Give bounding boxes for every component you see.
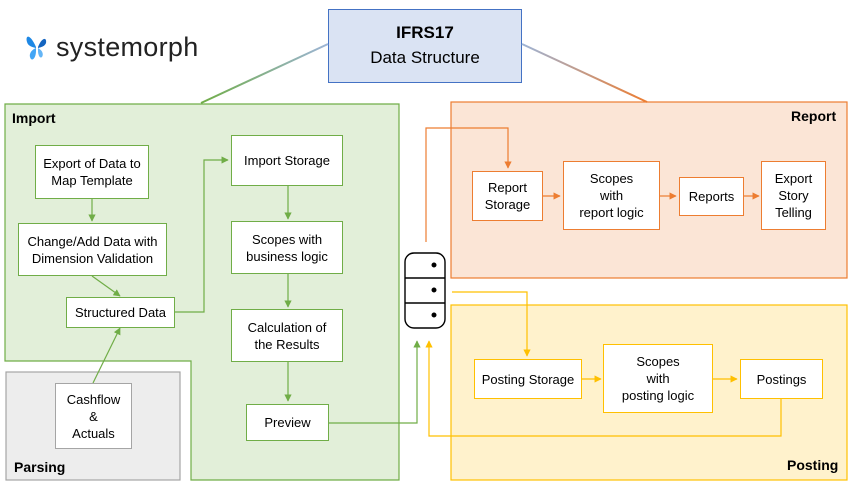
arrow-structured-to-import-storage — [175, 156, 229, 313]
calculation-results-box[interactable]: Calculation of the Results — [231, 309, 343, 362]
export-data-to-map-template-box[interactable]: Export of Data to Map Template — [35, 145, 149, 199]
cashflow-actuals-box[interactable]: Cashflow & Actuals — [55, 383, 132, 449]
title-to-report-line — [521, 43, 648, 103]
report-storage-box[interactable]: Report Storage — [472, 171, 543, 221]
scopes-business-logic-box[interactable]: Scopes with business logic — [231, 221, 343, 274]
parsing-region-label: Parsing — [14, 459, 66, 475]
import-region-label: Import — [12, 110, 56, 126]
arrow-database-to-posting-storage — [452, 291, 531, 357]
arrow-change-to-structured — [91, 275, 121, 297]
arrow-database-to-report-storage — [425, 127, 512, 242]
import-storage-box[interactable]: Import Storage — [231, 135, 343, 186]
scopes-report-logic-box[interactable]: Scopes with report logic — [563, 161, 660, 230]
posting-storage-box[interactable]: Posting Storage — [474, 359, 582, 399]
arrow-postings-to-database — [425, 340, 782, 437]
posting-region-label: Posting — [787, 457, 839, 473]
title-line1: IFRS17 — [396, 23, 454, 42]
scopes-posting-logic-box[interactable]: Scopes with posting logic — [603, 344, 713, 413]
arrow-cashflow-to-structured — [92, 327, 121, 384]
change-add-data-box[interactable]: Change/Add Data with Dimension Validatio… — [18, 223, 167, 276]
reports-box[interactable]: Reports — [679, 177, 744, 216]
arrow-preview-to-database — [329, 340, 421, 424]
export-story-telling-box[interactable]: Export Story Telling — [761, 161, 826, 230]
systemorph-logo: systemorph — [24, 27, 199, 67]
title-line2: Data Structure — [370, 48, 480, 67]
logo-text: systemorph — [56, 31, 199, 62]
preview-box[interactable]: Preview — [246, 404, 329, 441]
postings-box[interactable]: Postings — [740, 359, 823, 399]
title-box: IFRS17 Data Structure — [328, 9, 522, 83]
database-icon — [404, 252, 446, 329]
structured-data-box[interactable]: Structured Data — [66, 297, 175, 328]
title-to-import-line — [200, 43, 329, 104]
report-region-label: Report — [791, 108, 837, 124]
butterfly-icon — [26, 36, 47, 60]
